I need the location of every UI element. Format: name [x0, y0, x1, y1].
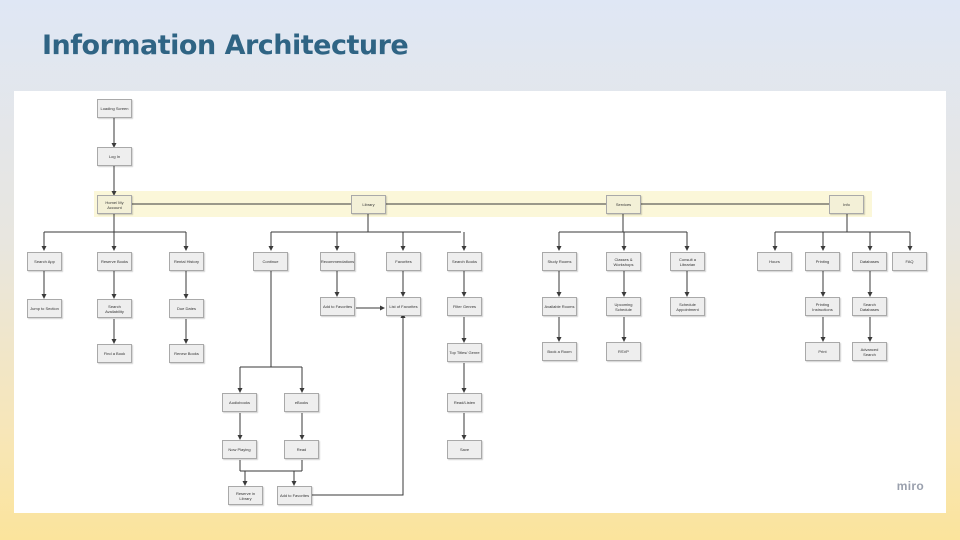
- node-available-rooms: Available Rooms: [542, 297, 577, 316]
- node-find-a-book: Find a Book: [97, 344, 132, 363]
- node-printing: Printing: [805, 252, 840, 271]
- node-schedule-appointment: Schedule Appointment: [670, 297, 705, 316]
- node-info: Info: [829, 195, 864, 214]
- node-library: Library: [351, 195, 386, 214]
- node-search-availability: Search Availability: [97, 299, 132, 318]
- node-top-titles-genre: Top Titles/ Genre: [447, 343, 482, 362]
- node-search-databases: Search Databases: [852, 297, 887, 316]
- node-study-rooms: Study Rooms: [542, 252, 577, 271]
- node-rental-history: Rental History: [169, 252, 204, 271]
- miro-watermark: miro: [896, 479, 924, 493]
- node-loading-screen: Loading Screen: [97, 99, 132, 118]
- node-log-in: Log In: [97, 147, 132, 166]
- node-faq: FAQ: [892, 252, 927, 271]
- node-read-listen: Read/Listen: [447, 393, 482, 412]
- node-list-of-favorites: List of Favorites: [386, 297, 421, 316]
- slide-title: Information Architecture: [42, 30, 409, 61]
- node-databases: Databases: [852, 252, 887, 271]
- node-recommendations: Recommendations: [320, 252, 355, 271]
- node-print: Print: [805, 342, 840, 361]
- node-consult-a-librarian: Consult a Librarian: [670, 252, 705, 271]
- node-favorites: Favorites: [386, 252, 421, 271]
- node-due-dates: Due Dates: [169, 299, 204, 318]
- node-add-to-favorites-continue: Add to Favorites: [277, 486, 312, 505]
- node-services: Services: [606, 195, 641, 214]
- node-book-a-room: Book a Room: [542, 342, 577, 361]
- node-upcoming-schedule: Upcoming Schedule: [606, 297, 641, 316]
- node-filter-genres: Filter Genres: [447, 297, 482, 316]
- node-reserve-books: Reserve Books: [97, 252, 132, 271]
- node-advanced-search: Advanced Search: [852, 342, 887, 361]
- node-classes-workshops: Classes & Workshops: [606, 252, 641, 271]
- node-continue: Continue: [253, 252, 288, 271]
- node-rsvp: RSVP: [606, 342, 641, 361]
- node-search-app: Search App: [27, 252, 62, 271]
- node-hours: Hours: [757, 252, 792, 271]
- diagram-board: Loading Screen Log In Home/ My Account L…: [14, 91, 946, 513]
- node-printing-instructions: Printing Instructions: [805, 297, 840, 316]
- node-audiobooks: Audiobooks: [222, 393, 257, 412]
- connector-lines: [41, 117, 913, 496]
- node-save: Save: [447, 440, 482, 459]
- node-add-to-favorites-recommendations: Add to Favorites: [320, 297, 355, 316]
- node-now-playing: Now Playing: [222, 440, 257, 459]
- node-ebooks: eBooks: [284, 393, 319, 412]
- node-reserve-in-library: Reserve in Library: [228, 486, 263, 505]
- node-read: Read: [284, 440, 319, 459]
- node-jump-to-section: Jump to Section: [27, 299, 62, 318]
- node-home: Home/ My Account: [97, 195, 132, 214]
- node-renew-books: Renew Books: [169, 344, 204, 363]
- node-search-books: Search Books: [447, 252, 482, 271]
